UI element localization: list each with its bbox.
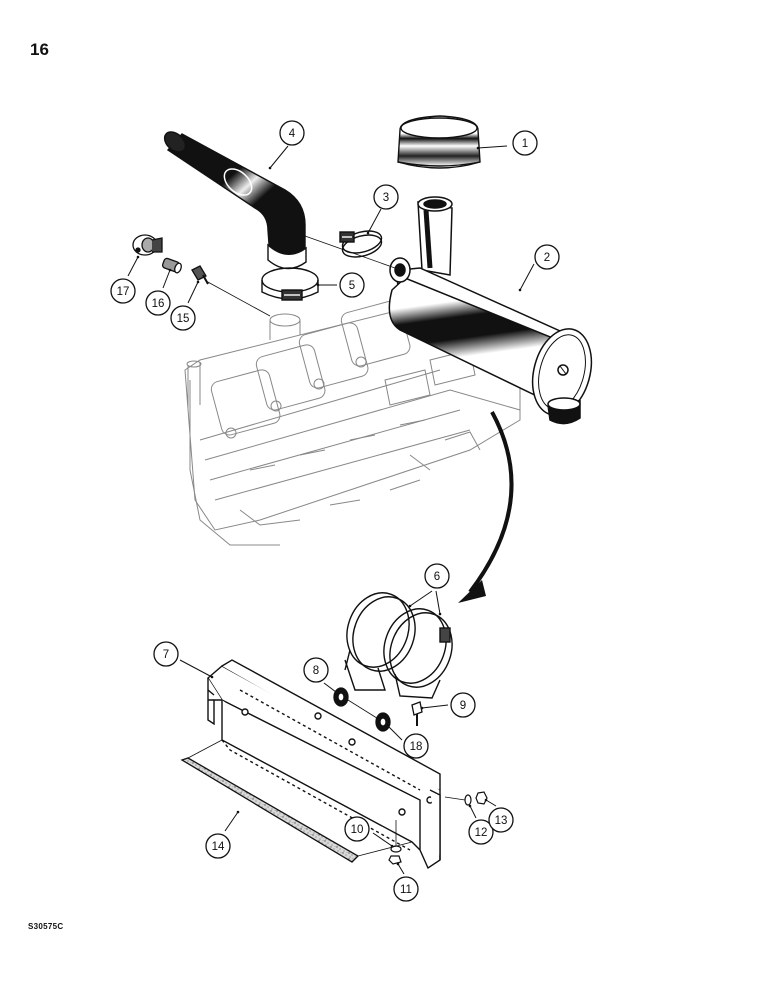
callout-bubble	[303, 657, 329, 683]
explode-line	[205, 280, 271, 317]
view-arrow	[458, 411, 514, 603]
callout-14-insulation-pad: 14	[205, 810, 240, 859]
leader-line	[469, 805, 477, 819]
callout-6-muffler-bands: 6	[408, 563, 450, 616]
leader-line	[372, 832, 393, 847]
leader-line	[435, 590, 441, 615]
part-2-muffler	[388, 196, 593, 425]
leader-line	[187, 281, 199, 304]
engine-block	[184, 299, 521, 546]
callout-2-muffler: 2	[518, 244, 560, 292]
callout-bubble	[170, 305, 196, 331]
callout-number: 5	[349, 280, 355, 292]
callout-bubble	[450, 692, 476, 718]
callout-number: 14	[212, 841, 225, 853]
callout-16-adapter: 16	[145, 268, 172, 316]
leader-line	[387, 725, 403, 741]
part-15-fitting	[191, 265, 209, 285]
part-4-elbow-pipe	[163, 131, 307, 270]
callout-number: 16	[152, 298, 165, 310]
callout-bubble	[488, 807, 514, 833]
callout-bubble	[373, 184, 399, 210]
callout-bubble	[403, 733, 429, 759]
part-13-nut	[475, 791, 488, 805]
leader-line	[477, 145, 508, 149]
callout-bubble	[424, 563, 450, 589]
part-6-muffler-bands	[344, 592, 453, 699]
callout-number: 7	[163, 649, 169, 661]
part-7-mounting-bracket	[207, 659, 441, 870]
part-17-sensor	[132, 234, 163, 256]
callout-4-elbow-pipe: 4	[268, 120, 305, 170]
callout-bubble	[344, 816, 370, 842]
explode-lines	[187, 699, 466, 857]
callout-13-nut: 13	[484, 798, 514, 833]
leader-line	[421, 704, 449, 709]
leader-line	[323, 682, 337, 693]
leader-line	[397, 863, 405, 875]
callout-number: 11	[400, 884, 412, 896]
part-12-washer	[464, 794, 472, 806]
callout-bubble	[468, 819, 494, 845]
part-1-cap	[397, 115, 481, 169]
callout-3-clamp: 3	[366, 184, 399, 235]
callout-number: 2	[544, 252, 550, 264]
callout-10-washer: 10	[344, 816, 394, 848]
callout-7-mounting-bracket: 7	[153, 641, 214, 679]
figure-code: S30575C	[28, 922, 64, 931]
leader-line	[409, 590, 433, 607]
part-3-clamp	[339, 230, 383, 258]
callout-number: 13	[495, 815, 508, 827]
part-18-isolator	[375, 712, 391, 732]
leader-line	[519, 263, 535, 291]
callout-number: 9	[460, 700, 466, 712]
explode-line	[304, 235, 396, 269]
part-16-adapter	[161, 257, 182, 274]
callout-number: 17	[117, 286, 130, 298]
leader-line	[224, 811, 239, 832]
callout-18-isolator: 18	[386, 724, 429, 759]
callout-bubble	[393, 876, 419, 902]
callout-15-fitting: 15	[170, 280, 200, 331]
leader-line	[127, 256, 139, 277]
callout-bubble	[145, 290, 171, 316]
callout-number: 4	[289, 128, 296, 140]
callout-8-isolator: 8	[303, 657, 338, 694]
callout-number: 12	[475, 827, 488, 839]
leader-line	[367, 208, 382, 234]
part-5-clamp	[261, 267, 319, 301]
leader-line	[179, 659, 213, 678]
callout-bubble	[153, 641, 179, 667]
callout-number: 6	[434, 571, 440, 583]
callout-9-bolt: 9	[420, 692, 476, 718]
page-number: 16	[30, 40, 49, 59]
callout-bubble	[279, 120, 305, 146]
leader-line	[485, 799, 497, 807]
callout-bubble	[110, 278, 136, 304]
part-8-isolator	[333, 687, 349, 707]
callout-number: 3	[383, 192, 389, 204]
callout-bubble	[339, 272, 365, 298]
callout-number: 15	[177, 313, 190, 325]
callout-1-cap: 1	[476, 130, 538, 156]
callout-number: 1	[522, 138, 528, 150]
callout-5-clamp: 5	[316, 272, 365, 298]
part-11-nut	[388, 855, 402, 865]
callout-17-sensor: 17	[110, 255, 140, 304]
callout-number: 10	[351, 824, 364, 836]
callout-bubble	[534, 244, 560, 270]
part-9-bolt	[411, 701, 423, 726]
callout-11-nut: 11	[393, 862, 419, 902]
callout-12-washer: 12	[468, 804, 494, 845]
callout-number: 8	[313, 665, 319, 677]
callout-bubble	[512, 130, 538, 156]
leader-line	[269, 145, 289, 169]
callout-bubble	[205, 833, 231, 859]
leader-line	[162, 269, 171, 289]
callout-number: 18	[410, 741, 423, 753]
